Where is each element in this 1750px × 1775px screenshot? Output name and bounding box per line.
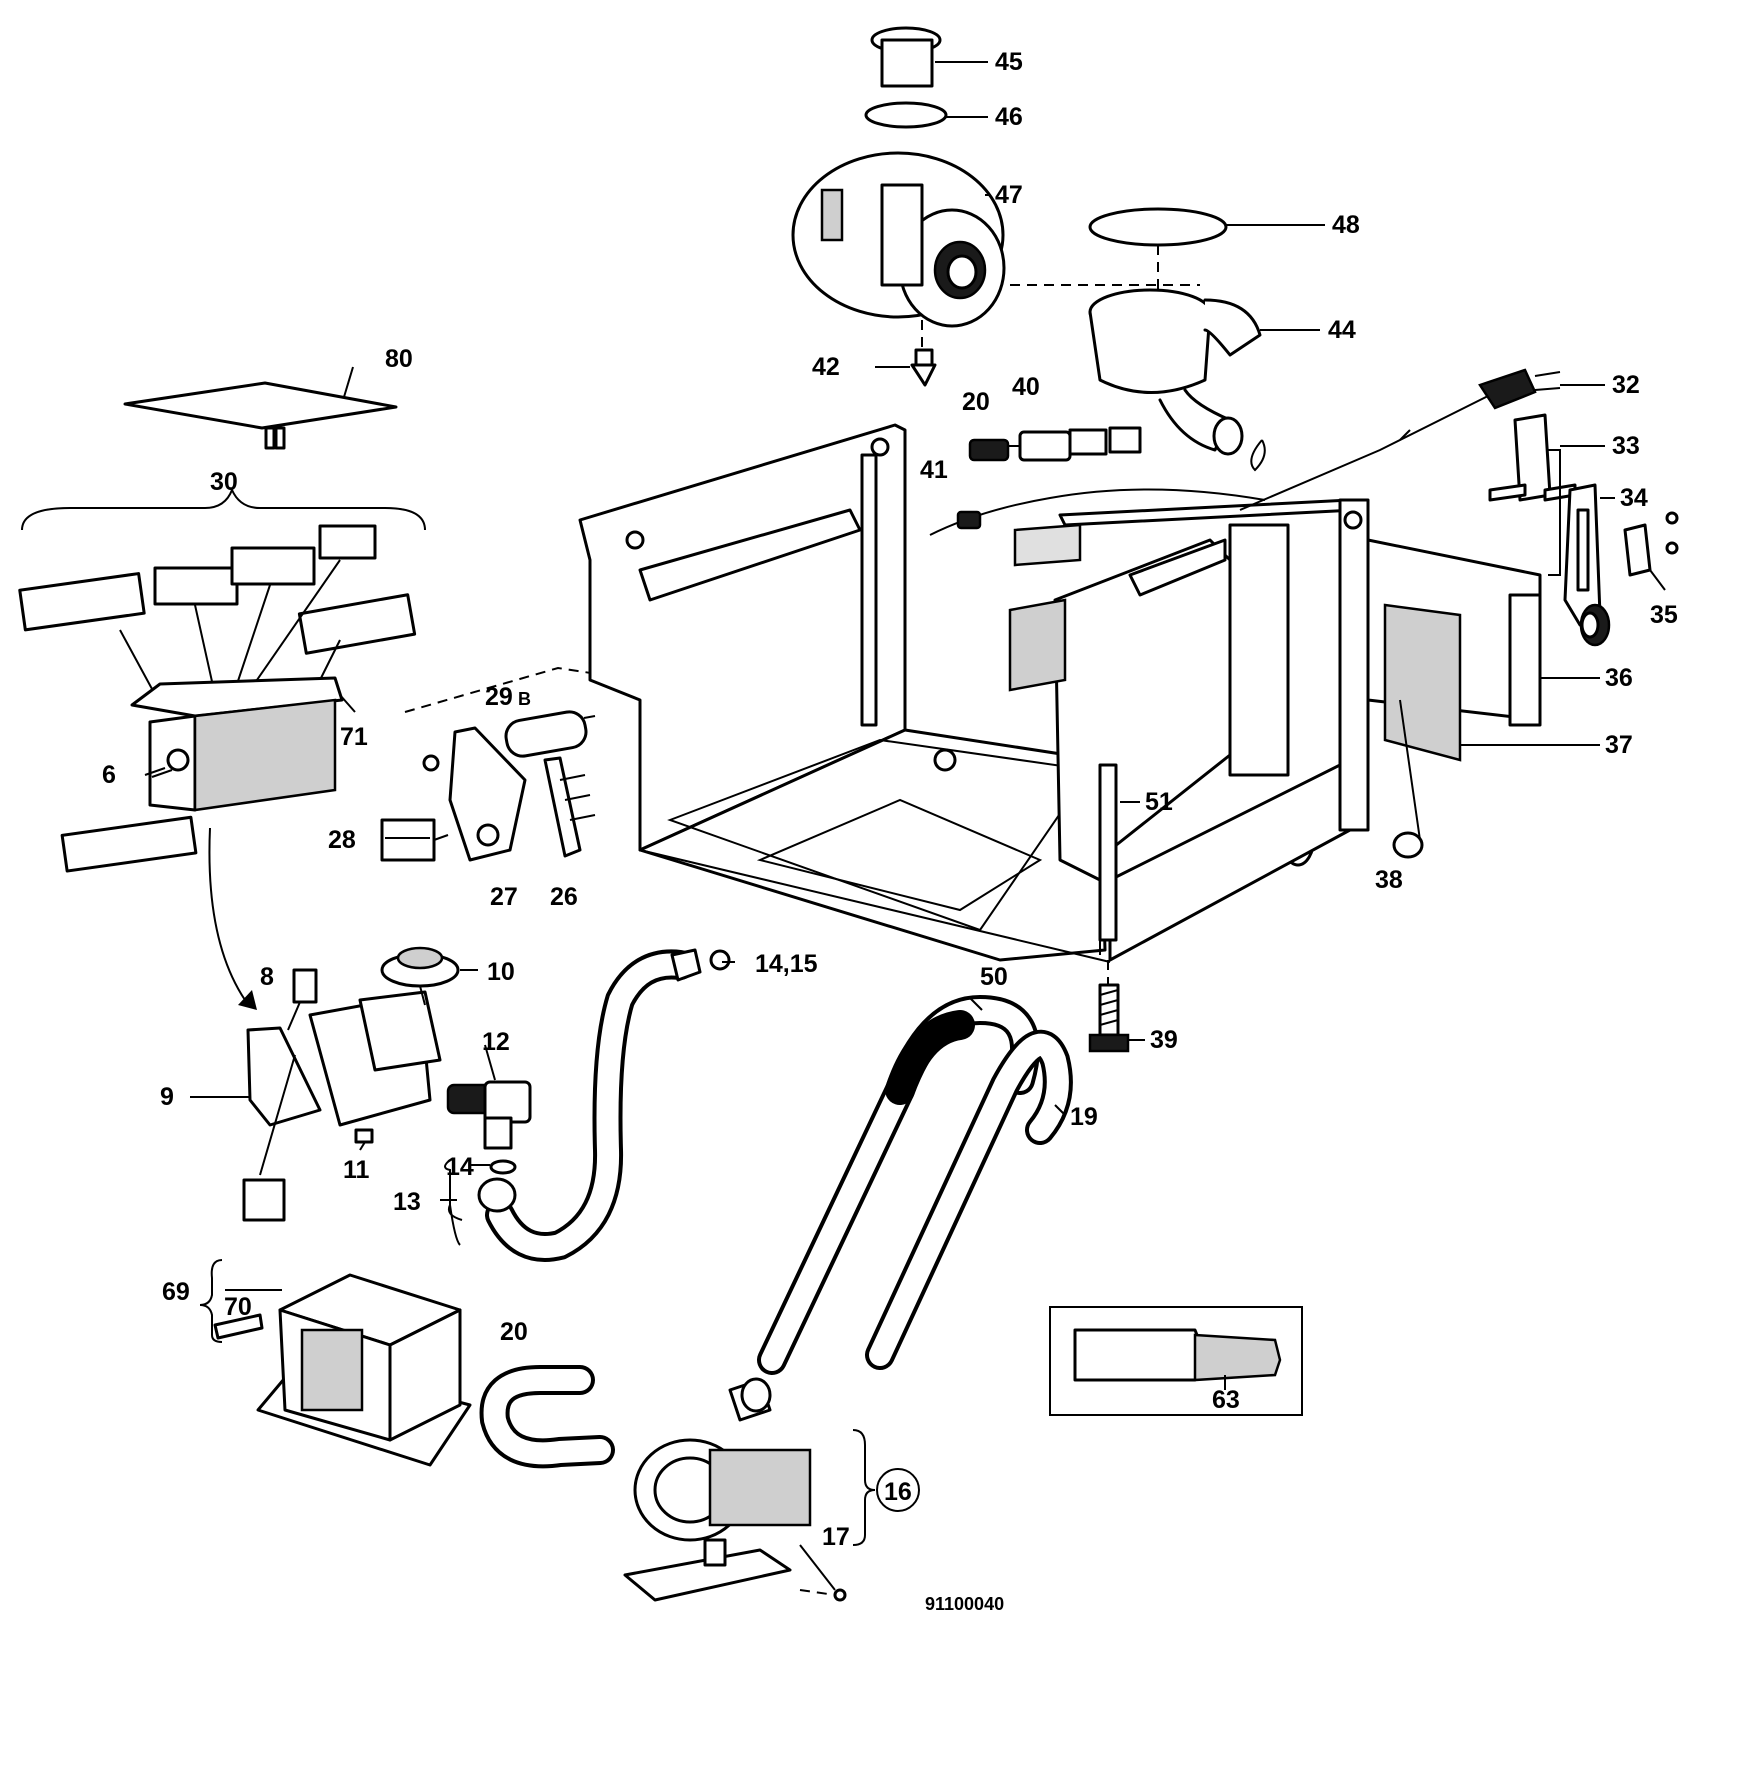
label-9: 9: [160, 1083, 174, 1111]
label-16: 16: [884, 1478, 912, 1506]
part-35-clip: [1623, 511, 1679, 577]
label-41: 41: [920, 456, 948, 484]
label-42: 42: [812, 353, 840, 381]
label-69: 69: [162, 1278, 190, 1306]
label-40: 40: [1012, 373, 1040, 401]
leader-17: [799, 1544, 836, 1591]
label-17: 17: [822, 1523, 850, 1551]
part-39-screw: [1088, 960, 1130, 1053]
part-9-bracket: [242, 990, 442, 1222]
label-70: 70: [224, 1293, 252, 1321]
label-39: 39: [1150, 1026, 1178, 1054]
label-63: 63: [1212, 1386, 1240, 1414]
screw-17: [833, 1588, 847, 1602]
label-19: 19: [1070, 1103, 1098, 1131]
clip-part: [1250, 439, 1266, 472]
dash-screw: [799, 1589, 836, 1596]
label-34: 34: [1620, 484, 1648, 512]
part-40-valve: [1008, 426, 1142, 462]
label-30: 30: [210, 468, 238, 496]
label-48: 48: [1332, 211, 1360, 239]
label-10: 10: [487, 958, 515, 986]
label-14: 14: [446, 1153, 474, 1181]
part-17-plate: [623, 1538, 792, 1602]
part-42-plug: [910, 348, 937, 387]
label-37: 37: [1605, 731, 1633, 759]
callout-labels: 80 30 71 6 29 B 28 27 26 8 10 9 12 11 14…: [102, 48, 1678, 1614]
part-38-cap: [1392, 699, 1424, 859]
label-8: 8: [260, 963, 274, 991]
label-13: 13: [393, 1188, 421, 1216]
part-27-plate: [422, 726, 527, 862]
label-33: 33: [1612, 432, 1640, 460]
label-47: 47: [995, 181, 1023, 209]
part-30-connectors: [18, 524, 417, 873]
brace-69: [199, 1259, 223, 1343]
brace-30: [21, 487, 426, 531]
part-37-insulation: [1383, 603, 1462, 762]
label-27: 27: [490, 883, 518, 911]
part-26-terminal-strip: [543, 756, 596, 858]
part-10-pressure-switch: [380, 946, 460, 1006]
label-51: 51: [1145, 788, 1173, 816]
label-32: 32: [1612, 371, 1640, 399]
part-41-cable: [929, 488, 1266, 536]
part-33-feet: [1488, 413, 1577, 502]
part-19-hose: [865, 1029, 1073, 1370]
diagram-code: 91100040: [925, 1594, 1004, 1614]
label-71: 71: [340, 723, 368, 751]
brace-16: [852, 1429, 876, 1546]
leader-lines: [151, 61, 1666, 1201]
part-13-supply-hose: [444, 948, 731, 1262]
arrow-to-bracket: [208, 827, 257, 1010]
label-12: 12: [482, 1028, 510, 1056]
part-20b-hose: [479, 1365, 615, 1469]
part-20a-hose-end: [968, 438, 1010, 462]
part-80-cover: [123, 366, 398, 450]
part-51-strip: [1098, 763, 1118, 942]
part-44-sump: [1088, 288, 1262, 456]
part-6-programmer: [130, 676, 356, 812]
label-50: 50: [980, 963, 1008, 991]
part-11-clip: [354, 1128, 374, 1144]
label-6: 6: [102, 761, 116, 789]
label-29: 29: [485, 683, 513, 711]
cabinet-frame: [578, 423, 1542, 963]
label-44: 44: [1328, 316, 1356, 344]
part-28-relay: [380, 818, 449, 862]
bracket-33: [1548, 449, 1561, 576]
label-45: 45: [995, 48, 1023, 76]
label-38: 38: [1375, 866, 1403, 894]
label-36: 36: [1605, 664, 1633, 692]
part-70-terminal: [213, 1313, 264, 1340]
part-45-sleeve: [870, 26, 942, 88]
label-35: 35: [1650, 601, 1678, 629]
label-80: 80: [385, 345, 413, 373]
part-29b-capacitor: [504, 710, 596, 758]
label-46: 46: [995, 103, 1023, 131]
part-8-microswitch: [287, 968, 318, 1031]
part-46-clamp: [864, 101, 948, 129]
part-47-pump-motor: [791, 151, 1006, 328]
label-20b: 20: [500, 1318, 528, 1346]
label-29-suffix: B: [518, 689, 531, 709]
label-28: 28: [328, 826, 356, 854]
label-20a: 20: [962, 388, 990, 416]
part-16-drain-pump: [633, 1377, 812, 1542]
label-26: 26: [550, 883, 578, 911]
label-11: 11: [343, 1156, 370, 1184]
part-32-power-cord: [1239, 368, 1561, 511]
circle-16: [876, 1468, 920, 1512]
part-63-tool: [1049, 1306, 1303, 1416]
part-69-transformer: [256, 1273, 472, 1467]
part-34-wheel-bracket: [1563, 483, 1611, 647]
part-48-gasket: [1088, 207, 1228, 247]
part-12-valve: [446, 1080, 532, 1150]
label-14-15: 14,15: [755, 950, 818, 978]
